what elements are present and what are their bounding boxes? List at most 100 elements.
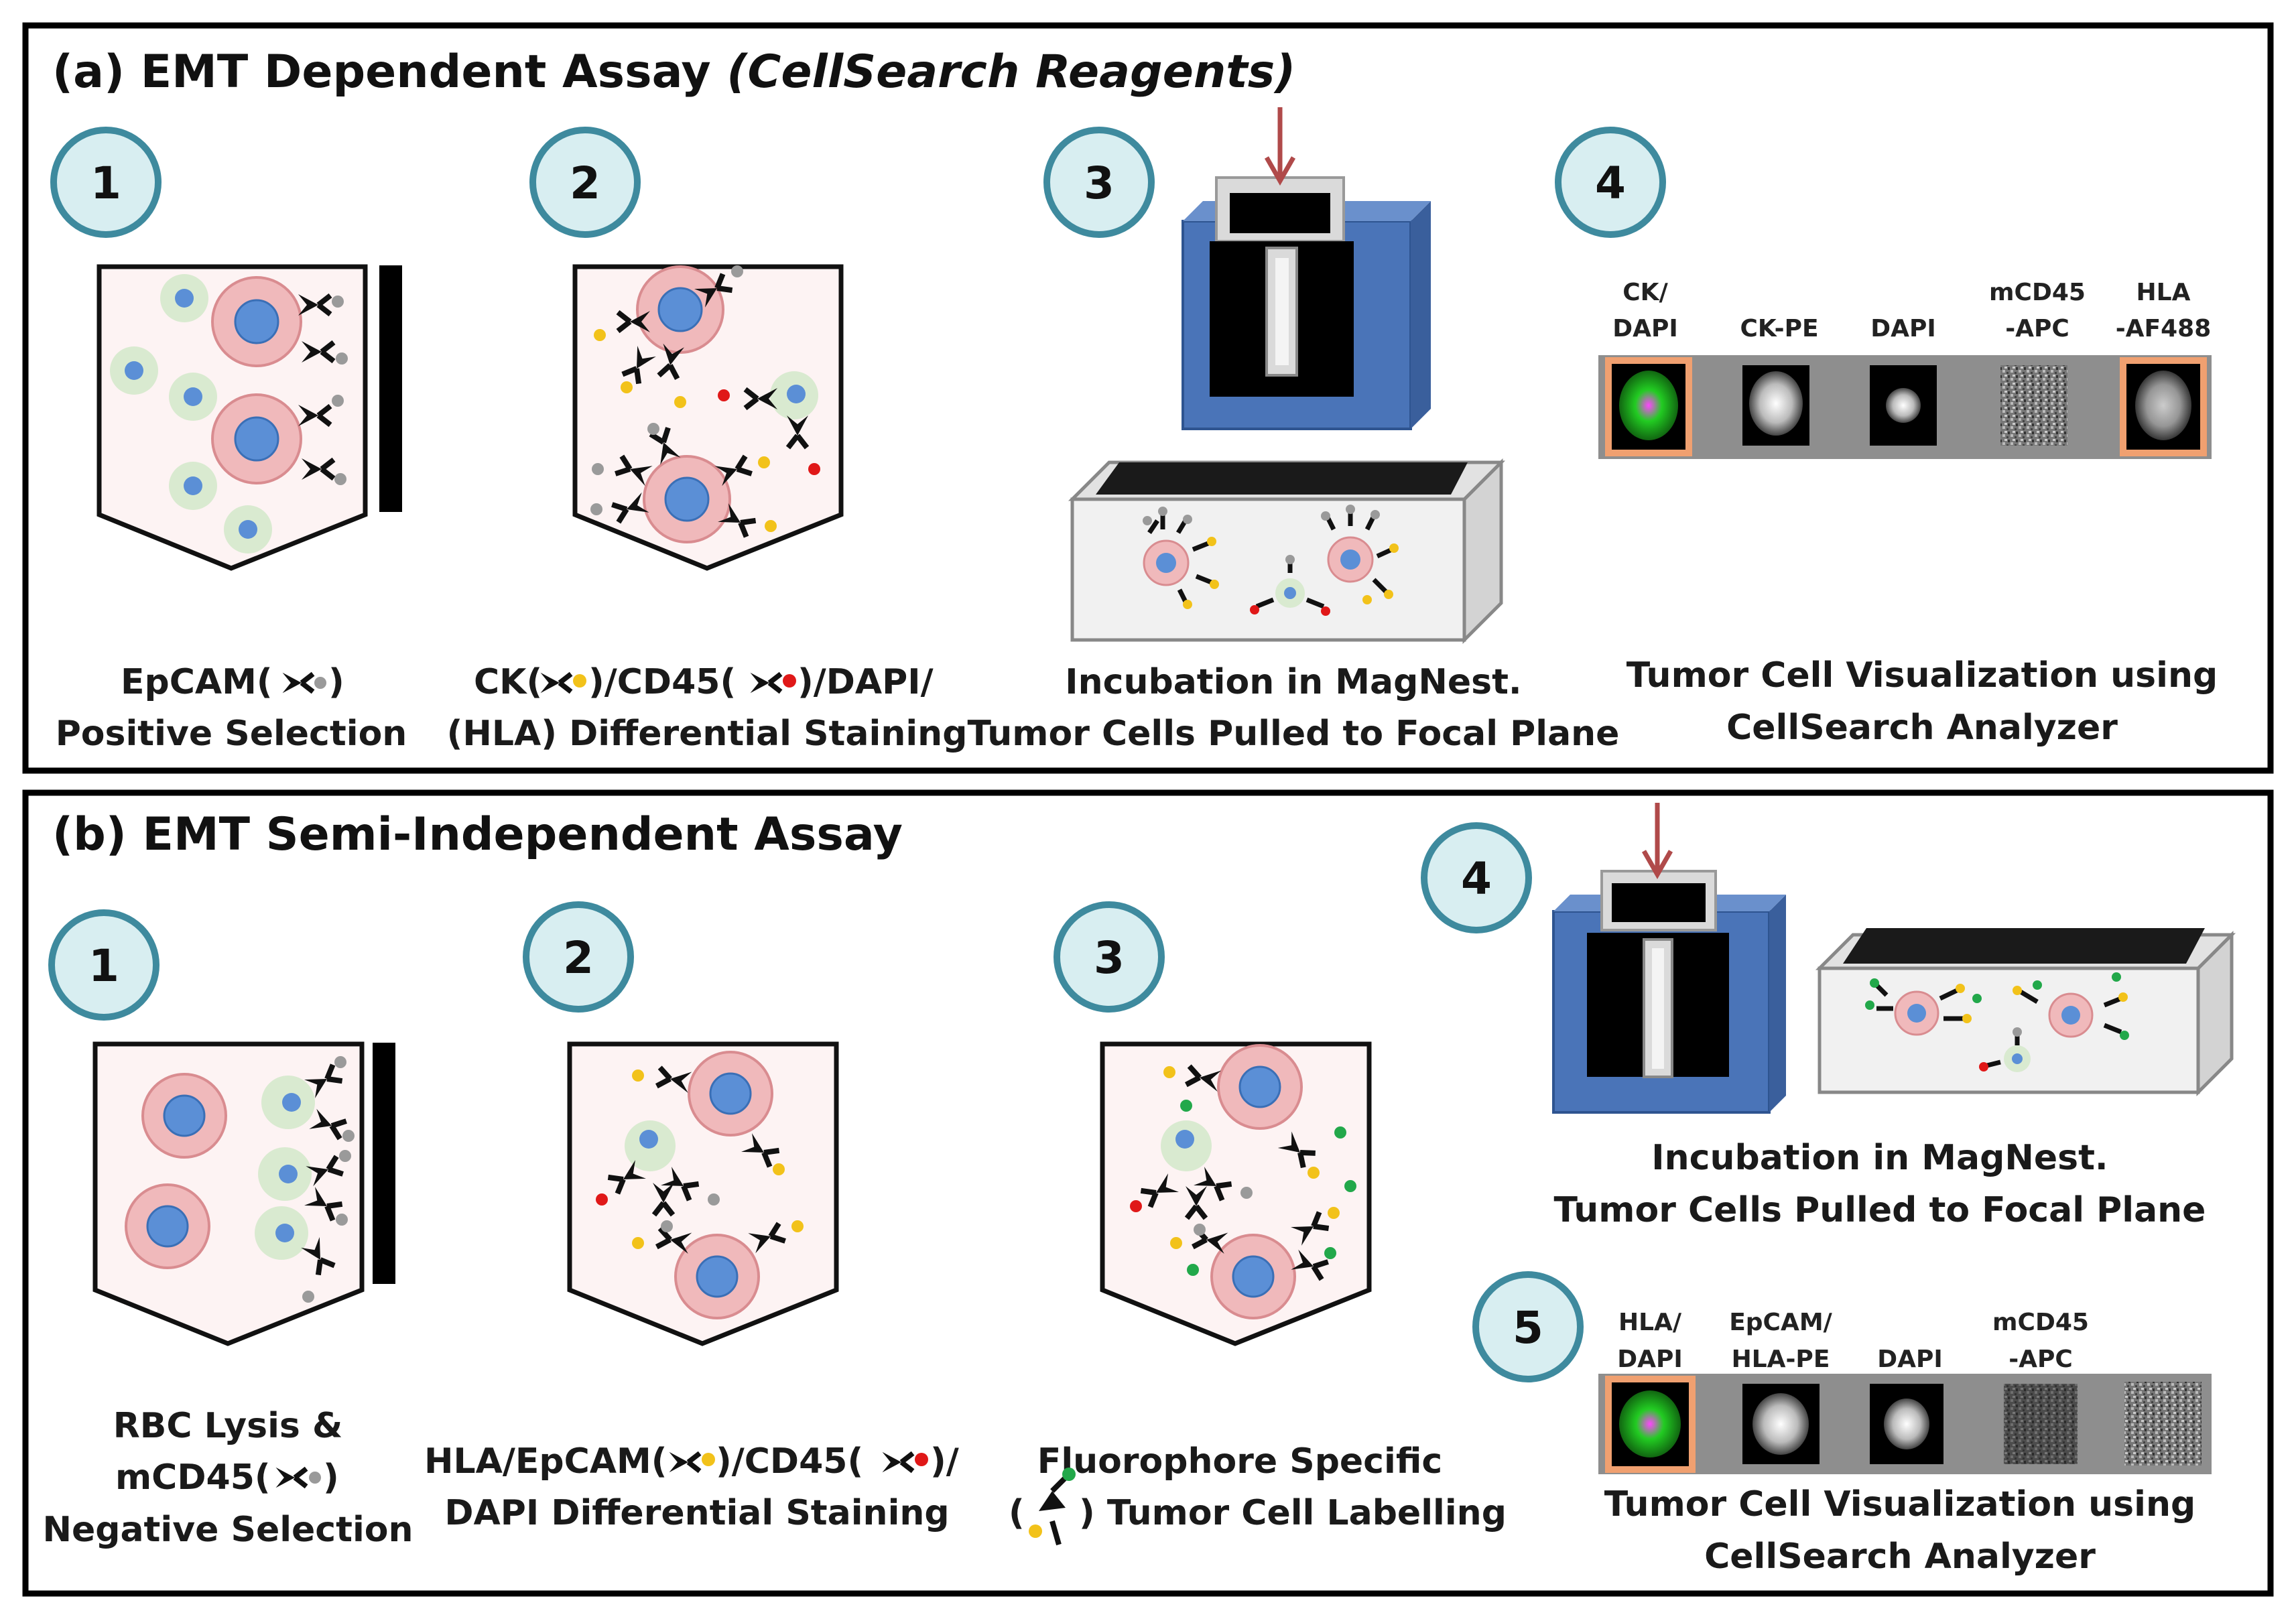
- tumor-cell: [636, 265, 731, 543]
- caption-line: Fluorophore Specific: [1037, 1441, 1442, 1482]
- panel-a-step-4-number: 4: [1595, 157, 1626, 209]
- panel-b-title: (b) EMT Semi-Independent Assay: [52, 808, 903, 861]
- channel-image: [2004, 1384, 2078, 1464]
- wbc-cell: [255, 1076, 315, 1260]
- panel-b-step-5-number: 5: [1513, 1302, 1543, 1354]
- channel-label: HLA-PE: [1732, 1346, 1830, 1373]
- antibody-legend-icon: [883, 1452, 928, 1472]
- panel-a-step-3: 3: [1043, 127, 1155, 238]
- antibody-labelled: [1130, 1065, 1356, 1281]
- panel-b-step-2: 2: [523, 901, 634, 1013]
- caption-line: CellSearch Analyzer: [1704, 1537, 2096, 1577]
- caption-line: (HLA) Differential Staining: [447, 714, 968, 754]
- channel-image: [1742, 365, 1809, 446]
- panel-b-step-4: 4: [1421, 822, 1532, 933]
- antibody-cluster: [1143, 505, 1399, 616]
- antibody-cd45: [596, 1160, 720, 1232]
- caption-line: Negative Selection: [42, 1510, 413, 1550]
- caption-line: EpCAM(: [121, 662, 273, 702]
- tumor-cell: [674, 1051, 773, 1319]
- antibody-legend-icon: [276, 1468, 321, 1488]
- caption-line: HLA/EpCAM(: [424, 1441, 667, 1482]
- caption-line: mCD45(: [115, 1457, 271, 1498]
- panel-a-step-3-number: 3: [1084, 157, 1114, 209]
- panel-b-chamber-3: [1100, 1041, 1372, 1346]
- channel-label: CK/: [1622, 279, 1668, 306]
- wbc-cell: [625, 1120, 676, 1171]
- panel-a-chamber-1: [97, 264, 402, 571]
- channel-label: DAPI: [1617, 1346, 1683, 1373]
- antibody-legend-icon: [751, 673, 796, 693]
- caption-line: Tumor Cell Visualization using: [1627, 655, 2218, 696]
- caption-line: Tumor Cells Pulled to Focal Plane: [1554, 1190, 2206, 1230]
- antibody-legend-icon: [283, 673, 326, 693]
- caption-line: CK(: [474, 662, 542, 702]
- channel-label: EpCAM/: [1729, 1309, 1832, 1336]
- panel-b-image-strip: HLA/ DAPI EpCAM/ HLA-PE DAPI mCD45 -APC: [1598, 1309, 2212, 1474]
- panel-a-frame: [22, 22, 2274, 774]
- panel-a-step-1: 1: [50, 127, 162, 238]
- channel-image: [1870, 1384, 1943, 1464]
- caption-line: )/DAPI/: [798, 662, 934, 702]
- channel-label: HLA: [2136, 279, 2191, 306]
- antibody-cluster: [1865, 972, 2129, 1072]
- wbc-cell: [770, 371, 818, 419]
- channel-image: [1605, 357, 1692, 456]
- panel-b-step-4-number: 4: [1461, 853, 1492, 905]
- panel-a-caption-1: EpCAM( ) Positive Selection: [56, 662, 407, 754]
- panel-a-caption-2: CK( )/CD45( )/DAPI/ (HLA) Differential S…: [447, 662, 968, 754]
- wbc-cell: [110, 274, 272, 554]
- channel-label: DAPI: [1877, 1346, 1943, 1373]
- tumor-cell: [1894, 990, 2094, 1072]
- channel-image: [1870, 365, 1937, 446]
- antibody-epcam: [298, 294, 348, 485]
- panel-a-step-4: 4: [1555, 127, 1666, 238]
- panel-b-caption-1: RBC Lysis & mCD45( ) Negative Selection: [42, 1406, 413, 1550]
- panel-b-caption-5: Tumor Cell Visualization using CellSearc…: [1604, 1484, 2195, 1577]
- channel-label: mCD45: [1992, 1309, 2089, 1336]
- channel-image: [1742, 1384, 1820, 1464]
- channel-label: -AF488: [2116, 315, 2212, 342]
- tumor-cell: [125, 1073, 227, 1269]
- panel-b-caption-4: Incubation in MagNest. Tumor Cells Pulle…: [1554, 1138, 2206, 1230]
- antibody-legend-icon: [669, 1452, 715, 1472]
- panel-b-chamber-2: [567, 1041, 839, 1346]
- panel-b-step-5: 5: [1472, 1271, 1584, 1382]
- panel-b-magnest: [1552, 803, 2236, 1114]
- caption-line: Positive Selection: [56, 714, 407, 754]
- panel-b-step-3-number: 3: [1094, 932, 1125, 984]
- caption-line: DAPI Differential Staining: [444, 1493, 949, 1533]
- antibody-legend-icon: [541, 673, 586, 693]
- channel-label: -APC: [2008, 1346, 2073, 1373]
- tumor-cell: [1143, 536, 1374, 608]
- caption-line: Incubation in MagNest.: [1065, 662, 1521, 702]
- wbc-cell: [1161, 1120, 1212, 1171]
- antibody-ck: [590, 265, 777, 538]
- caption-line: Tumor Cells Pulled to Focal Plane: [968, 714, 1620, 754]
- channel-image: [2120, 357, 2207, 456]
- tumor-cell: [1210, 1044, 1303, 1319]
- caption-line: )/: [930, 1441, 959, 1482]
- channel-label: mCD45: [1989, 279, 2086, 306]
- panel-b-step-1-number: 1: [88, 940, 119, 992]
- antibody-cd45: [718, 388, 820, 475]
- panel-a-step-2-number: 2: [570, 157, 600, 209]
- panel-a-image-strip: CK/ DAPI CK-PE DAPI mCD45 -APC HLA -AF48…: [1598, 279, 2212, 459]
- channel-image: [2000, 365, 2067, 446]
- panel-b-caption-3: Fluorophore Specific ( ) Tumor Cell Labe…: [1009, 1441, 1507, 1546]
- caption-line: ): [323, 1457, 339, 1498]
- panel-a-step-2: 2: [529, 127, 641, 238]
- panel-b-frame: [22, 789, 2274, 1597]
- channel-label: DAPI: [1870, 315, 1936, 342]
- caption-line: ) Tumor Cell Labelling: [1079, 1493, 1507, 1533]
- caption-line: ): [328, 662, 344, 702]
- magnet-bar: [379, 265, 402, 512]
- panel-a-step-1-number: 1: [90, 157, 121, 209]
- caption-line: Incubation in MagNest.: [1651, 1138, 2108, 1178]
- antibody-epcam: [632, 1066, 804, 1254]
- panel-b-caption-2: HLA/EpCAM( )/CD45( )/ DAPI Differential …: [424, 1441, 959, 1533]
- tumor-cell: [211, 276, 302, 484]
- channel-label: DAPI: [1612, 315, 1678, 342]
- panel-a-chamber-2: [572, 264, 844, 571]
